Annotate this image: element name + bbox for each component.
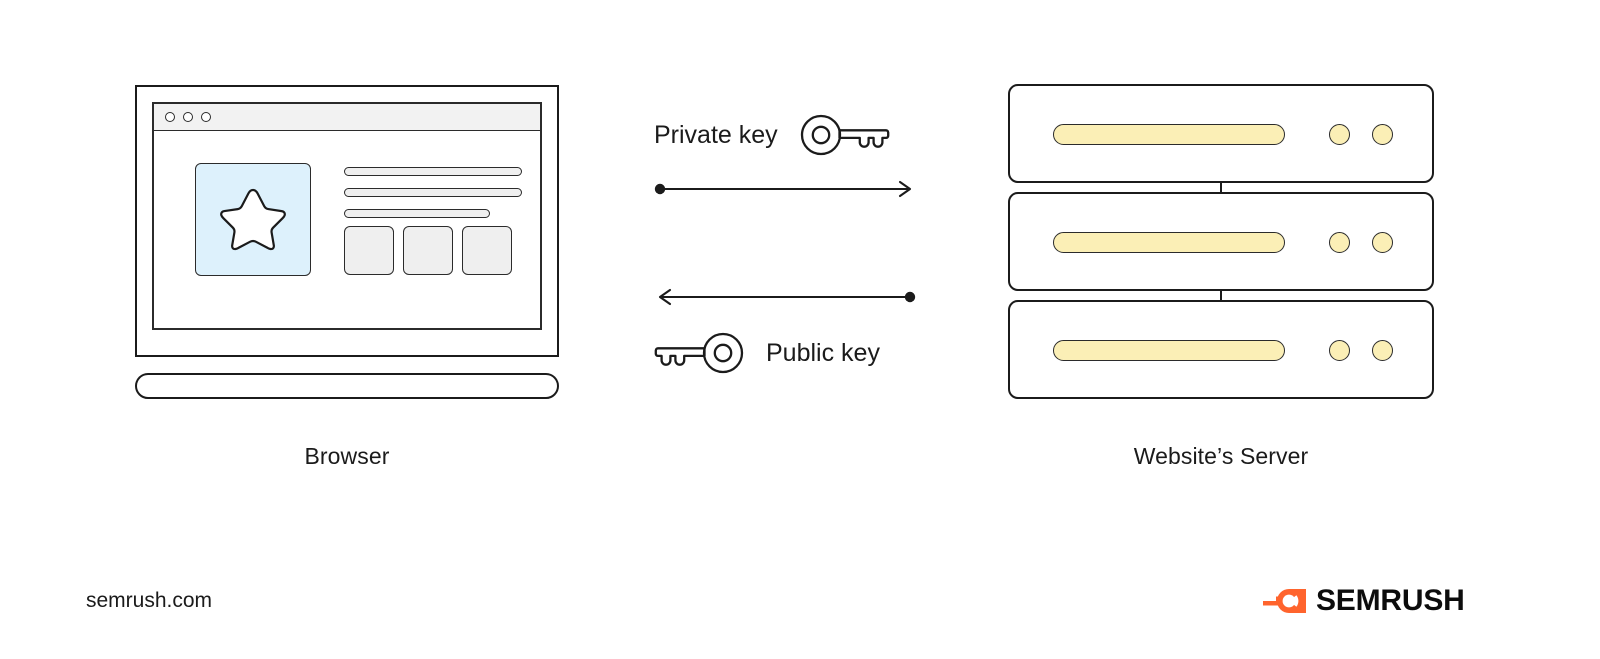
server-led-2: [1372, 232, 1393, 253]
server-unit-1: [1008, 84, 1434, 183]
star-icon: [220, 188, 286, 250]
server-led-1: [1329, 232, 1350, 253]
text-line-2: [344, 188, 522, 197]
semrush-wordmark: SEMRUSH: [1316, 584, 1465, 617]
browser-dot-1-icon: [165, 112, 175, 122]
server-connector-2: [1220, 290, 1222, 300]
tile-2: [403, 226, 453, 275]
key-icon: [654, 332, 744, 374]
text-line-1: [344, 167, 522, 176]
server-bar: [1053, 124, 1285, 145]
server-bar: [1053, 340, 1285, 361]
server-led-2: [1372, 340, 1393, 361]
footer-url: semrush.com: [86, 589, 213, 612]
server-bar: [1053, 232, 1285, 253]
browser-chrome-bar: [154, 104, 540, 131]
server-unit-3: [1008, 300, 1434, 399]
arrow-browser-to-server: [654, 179, 916, 199]
browser-content-area: [154, 131, 540, 328]
server-caption: Website’s Server: [1133, 443, 1309, 469]
public-key-row: Public key: [654, 330, 880, 376]
text-line-3: [344, 209, 490, 218]
server-led-1: [1329, 124, 1350, 145]
semrush-logo: SEMRUSH: [1262, 584, 1465, 618]
tile-1: [344, 226, 394, 275]
key-icon: [800, 114, 890, 156]
hero-image-placeholder: [195, 163, 311, 276]
laptop-screen: [135, 85, 559, 357]
private-key-label: Private key: [654, 120, 778, 149]
server-led-2: [1372, 124, 1393, 145]
browser-group: Browser: [0, 0, 700, 500]
tile-group: [344, 226, 512, 275]
browser-dot-2-icon: [183, 112, 193, 122]
browser-caption: Browser: [304, 443, 390, 469]
arrow-server-to-browser: [654, 287, 916, 307]
tile-3: [462, 226, 512, 275]
laptop-base: [135, 373, 559, 399]
public-key-label: Public key: [766, 338, 880, 367]
browser-window: [152, 102, 542, 330]
server-connector-1: [1220, 182, 1222, 192]
server-led-1: [1329, 340, 1350, 361]
key-exchange-group: Private key: [630, 90, 940, 390]
text-line-group: [344, 167, 522, 230]
server-group: [1000, 75, 1450, 415]
semrush-comet-icon: [1263, 589, 1306, 613]
server-unit-2: [1008, 192, 1434, 291]
private-key-row: Private key: [654, 112, 890, 158]
browser-dot-3-icon: [201, 112, 211, 122]
